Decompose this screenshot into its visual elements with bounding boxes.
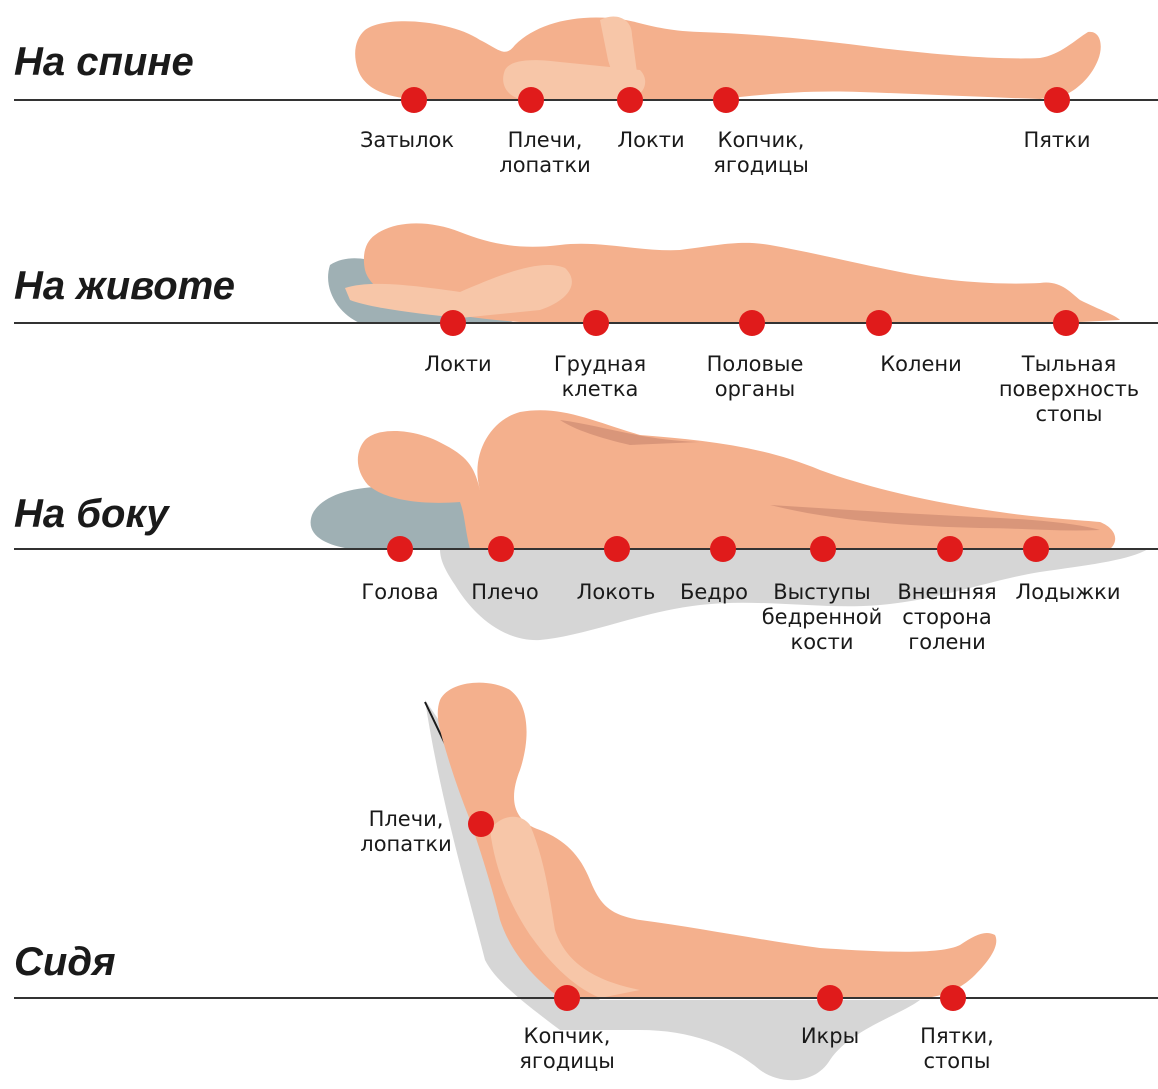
pressure-point	[940, 985, 966, 1011]
pressure-point	[554, 985, 580, 1011]
pressure-point	[817, 985, 843, 1011]
pressure-point	[468, 811, 494, 837]
panel-title: Сидя	[14, 940, 116, 985]
pressure-point-label: Пятки, стопы	[920, 1024, 994, 1074]
pressure-point-label: Копчик, ягодицы	[519, 1024, 615, 1074]
pressure-point-label: Икры	[801, 1024, 859, 1049]
surface-line	[14, 997, 1158, 999]
pressure-point-label: Плечи, лопатки	[360, 807, 451, 857]
